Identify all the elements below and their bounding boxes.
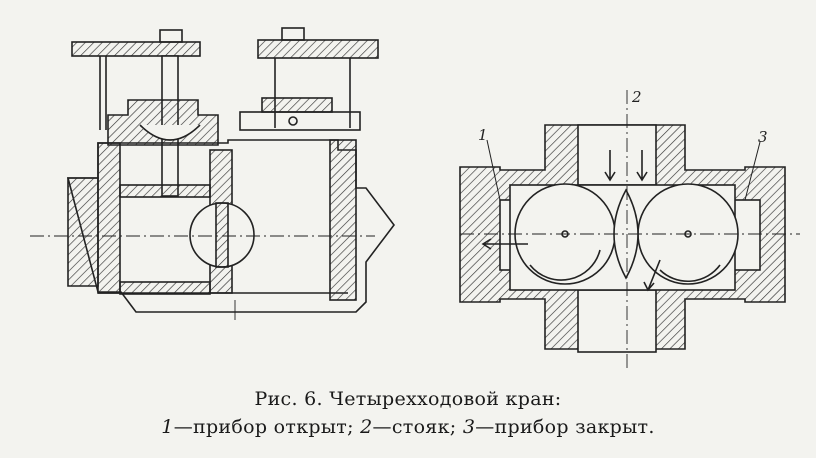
legend-num-3: 3	[462, 416, 476, 438]
legend-text-2: —стояк;	[372, 416, 457, 438]
label-2: 2	[631, 88, 642, 106]
legend-num-1: 1	[161, 416, 174, 438]
legend-text-1: —прибор открыт;	[173, 416, 354, 438]
label-1: 1	[478, 126, 488, 144]
legend-num-2: 2	[360, 416, 373, 438]
side-section-view	[30, 27, 396, 320]
plan-section-view	[459, 90, 800, 370]
legend-text-3: —прибор закрыт.	[475, 416, 655, 438]
figure-caption-title: Рис. 6. Четырехходовой кран:	[254, 388, 562, 410]
label-3: 3	[758, 128, 768, 146]
figure-caption-legend: 1—прибор открыт; 2—стояк; 3—прибор закры…	[0, 416, 816, 438]
four-way-valve-drawing: 1 2 3	[30, 27, 800, 370]
